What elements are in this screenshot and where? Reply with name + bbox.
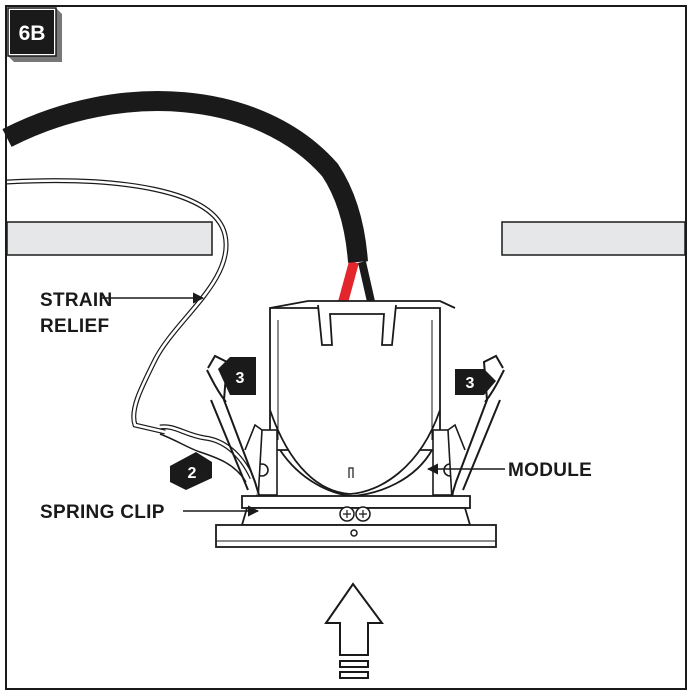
module-housing: [269, 300, 456, 497]
black-wire: [358, 261, 376, 307]
spring-clip-label: SPRING CLIP: [40, 502, 165, 523]
callout-badge-left-upper: 3: [218, 357, 256, 395]
screws: [339, 506, 371, 537]
spring-clip-right: [448, 354, 505, 506]
step-badge: 6B: [7, 7, 62, 62]
ceiling-panel-right: [501, 221, 686, 256]
power-cable: [2, 91, 368, 263]
strain-relief-label-line1: STRAIN: [40, 290, 113, 311]
trim-plate: [215, 495, 497, 548]
ceiling-panel-left: [6, 221, 213, 256]
callout-left-upper: 3: [236, 370, 245, 387]
side-bracket-right: [432, 423, 466, 501]
strain-relief-label-line2: RELIEF: [40, 316, 109, 337]
strain-relief-wire: [6, 178, 255, 483]
arrow-up-icon: [324, 582, 384, 679]
callout-left-lower: 2: [188, 465, 197, 482]
figure-frame: [5, 5, 687, 690]
step-number: 6B: [19, 22, 46, 45]
red-wire: [337, 260, 359, 308]
side-bracket-left: [244, 423, 278, 501]
callout-right-upper: 3: [466, 375, 475, 392]
callout-badge-left-lower: 2: [170, 452, 212, 490]
callout-badge-right-upper: 3: [455, 369, 496, 395]
module-label: MODULE: [508, 460, 592, 481]
